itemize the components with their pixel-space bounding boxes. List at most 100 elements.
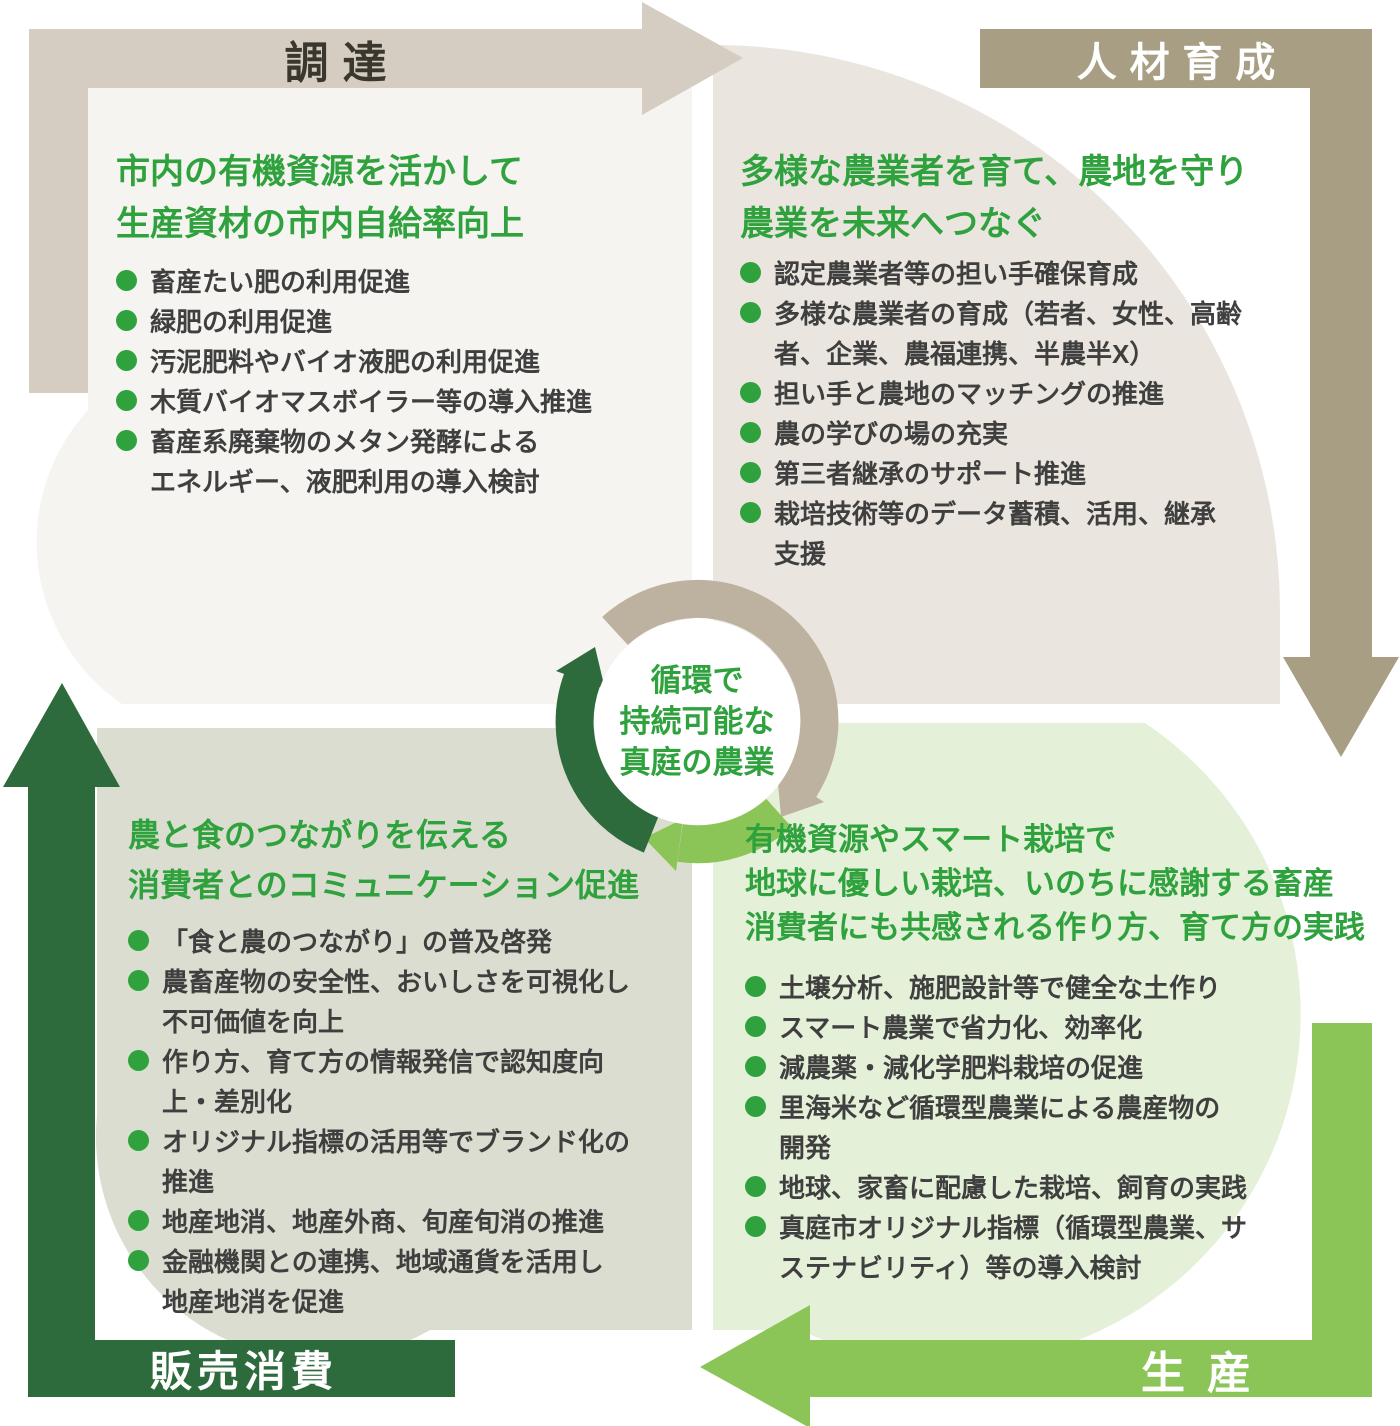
list-item-continuation: 開発	[745, 1126, 1365, 1166]
list-item-text: ステナビリティ）等の導入検討	[779, 1252, 1142, 1283]
list-item-text: 減農薬・減化学肥料栽培の促進	[779, 1052, 1144, 1083]
panel-procurement	[36, 88, 693, 704]
ring-arrowhead-beige	[777, 772, 824, 817]
bullet-icon	[740, 421, 761, 443]
list-item-text: スマート農業で省力化、効率化	[779, 1012, 1143, 1043]
list-item-text: 金融機関との連携、地域通貨を活用し	[162, 1246, 604, 1277]
list-item-text: 地産地消を促進	[162, 1286, 345, 1317]
list-item: オリジナル指標の活用等でブランド化の	[128, 1120, 639, 1160]
production-items: 土壌分析、施肥設計等で健全な土作り スマート農業で省力化、効率化 減農薬・減化学…	[745, 966, 1365, 1286]
label-hr: 人材育成	[1076, 40, 1288, 85]
list-item-continuation: ステナビリティ）等の導入検討	[745, 1246, 1365, 1286]
quadrant-sales: 農と食のつながりを伝える 消費者とのコミュニケーション促進 「食と農のつながり」…	[128, 810, 639, 1320]
list-item: 畜産たい肥の利用促進	[116, 260, 592, 300]
list-item-continuation: 支援	[740, 532, 1248, 572]
list-item-continuation: 推進	[128, 1160, 639, 1200]
list-item-text: 地球、家畜に配慮した栽培、飼育の実践	[779, 1172, 1248, 1203]
list-item-text: 認定農業者等の担い手確保育成	[774, 258, 1139, 289]
list-item-text: 里海米など循環型農業による農産物の	[779, 1092, 1221, 1123]
list-item: 土壌分析、施肥設計等で健全な土作り	[745, 966, 1365, 1006]
list-item-text: エネルギー、液肥利用の導入検討	[150, 466, 540, 497]
center-disc	[594, 619, 800, 825]
list-item-text: 上・差別化	[162, 1086, 293, 1117]
list-item: 減農薬・減化学肥料栽培の促進	[745, 1046, 1365, 1086]
bullet-icon	[116, 269, 137, 291]
center-slogan-line: 循環で	[650, 663, 744, 698]
bullet-icon	[745, 1055, 766, 1077]
list-item-text: 畜産系廃棄物のメタン発酵による	[150, 426, 540, 457]
production-arrow-band	[700, 1023, 1372, 1426]
list-item-text: 開発	[779, 1132, 832, 1163]
bullet-icon	[740, 501, 761, 523]
bullet-icon	[745, 1015, 766, 1037]
list-item-text: 不可価値を向上	[162, 1006, 345, 1037]
list-item-text: 畜産たい肥の利用促進	[150, 266, 411, 297]
bullet-icon	[740, 301, 761, 323]
list-item-text: オリジナル指標の活用等でブランド化の	[162, 1126, 631, 1157]
procurement-heading: 市内の有機資源を活かして 生産資材の市内自給率向上	[116, 146, 592, 250]
list-item: 農畜産物の安全性、おいしさを可視化し	[128, 960, 639, 1000]
list-item: 農の学びの場の充実	[740, 412, 1248, 452]
list-item: 真庭市オリジナル指標（循環型農業、サ	[745, 1206, 1365, 1246]
ring-arc-darkgreen	[555, 673, 659, 853]
list-item: 栽培技術等のデータ蓄積、活用、継承	[740, 492, 1248, 532]
label-production: 生産	[1141, 1348, 1273, 1398]
list-item-text: 農の学びの場の充実	[774, 418, 1009, 449]
list-item-continuation: 者、企業、農福連携、半農半X）	[740, 332, 1248, 372]
bullet-icon	[128, 1049, 149, 1071]
sales-arrow-band	[3, 683, 455, 1397]
list-item-text: 推進	[162, 1166, 215, 1197]
bullet-icon	[116, 389, 137, 411]
bullet-icon	[740, 461, 761, 483]
list-item: 作り方、育て方の情報発信で認知度向	[128, 1040, 639, 1080]
list-item-text: 担い手と農地のマッチングの推進	[774, 378, 1165, 409]
list-item: 里海米など循環型農業による農産物の	[745, 1086, 1365, 1126]
list-item-text: 地産地消、地産外商、旬産旬消の推進	[162, 1206, 605, 1237]
heading-line: 市内の有機資源を活かして	[116, 153, 523, 191]
list-item-text: 多様な農業者の育成（若者、女性、高齢	[774, 298, 1243, 329]
list-item-text: 木質バイオマスボイラー等の導入推進	[150, 386, 593, 417]
list-item: 木質バイオマスボイラー等の導入推進	[116, 380, 592, 420]
panel-hr	[713, 45, 1280, 704]
list-item: 地球、家畜に配慮した栽培、飼育の実践	[745, 1166, 1365, 1206]
bullet-icon	[128, 969, 149, 991]
bullet-icon	[128, 1129, 149, 1151]
list-item: 地産地消、地産外商、旬産旬消の推進	[128, 1200, 639, 1240]
bullet-icon	[128, 1249, 149, 1271]
bullet-icon	[740, 381, 761, 403]
bullet-icon	[745, 1215, 766, 1237]
sales-heading: 農と食のつながりを伝える 消費者とのコミュニケーション促進	[128, 810, 639, 910]
center-slogan-line: 真庭の農業	[619, 745, 775, 780]
list-item: 第三者継承のサポート推進	[740, 452, 1248, 492]
list-item-text: 支援	[774, 538, 827, 569]
label-sales: 販売消費	[149, 1348, 339, 1395]
panel-sales	[95, 728, 692, 1360]
quadrant-hr: 多様な農業者を育て、農地を守り 農業を未来へつなぐ 認定農業者等の担い手確保育成…	[740, 146, 1248, 572]
list-item-text: 第三者継承のサポート推進	[774, 458, 1087, 489]
heading-line: 農業を未来へつなぐ	[740, 205, 1046, 243]
quadrant-procurement: 市内の有機資源を活かして 生産資材の市内自給率向上 畜産たい肥の利用促進 緑肥の…	[116, 146, 592, 500]
label-procurement: 調達	[284, 38, 401, 88]
quadrant-production: 有機資源やスマート栽培で 地球に優しい栽培、いのちに感謝する畜産 消費者にも共感…	[745, 818, 1365, 1286]
bullet-icon	[745, 1175, 766, 1197]
heading-line: 生産資材の市内自給率向上	[116, 205, 524, 243]
list-item: 多様な農業者の育成（若者、女性、高齢	[740, 292, 1248, 332]
bullet-icon	[128, 1209, 149, 1231]
center-slogan: 循環で 持続可能な 真庭の農業	[577, 660, 817, 783]
bullet-icon	[116, 429, 137, 451]
list-item-continuation: 上・差別化	[128, 1080, 639, 1120]
list-item: スマート農業で省力化、効率化	[745, 1006, 1365, 1046]
bullet-icon	[745, 1095, 766, 1117]
bullet-icon	[745, 975, 766, 997]
procurement-arrow-band	[29, 2, 743, 393]
procurement-items: 畜産たい肥の利用促進 緑肥の利用促進 汚泥肥料やバイオ液肥の利用促進 木質バイオ…	[116, 260, 592, 500]
bullet-icon	[116, 309, 137, 331]
list-item-text: 汚泥肥料やバイオ液肥の利用促進	[150, 346, 541, 377]
list-item-text: 緑肥の利用促進	[150, 306, 333, 337]
heading-line: 有機資源やスマート栽培で	[745, 822, 1117, 857]
bullet-icon	[116, 349, 137, 371]
list-item-text: 「食と農のつながり」の普及啓発	[162, 926, 553, 957]
list-item: 畜産系廃棄物のメタン発酵による	[116, 420, 592, 460]
hr-arrow-band	[980, 29, 1399, 757]
